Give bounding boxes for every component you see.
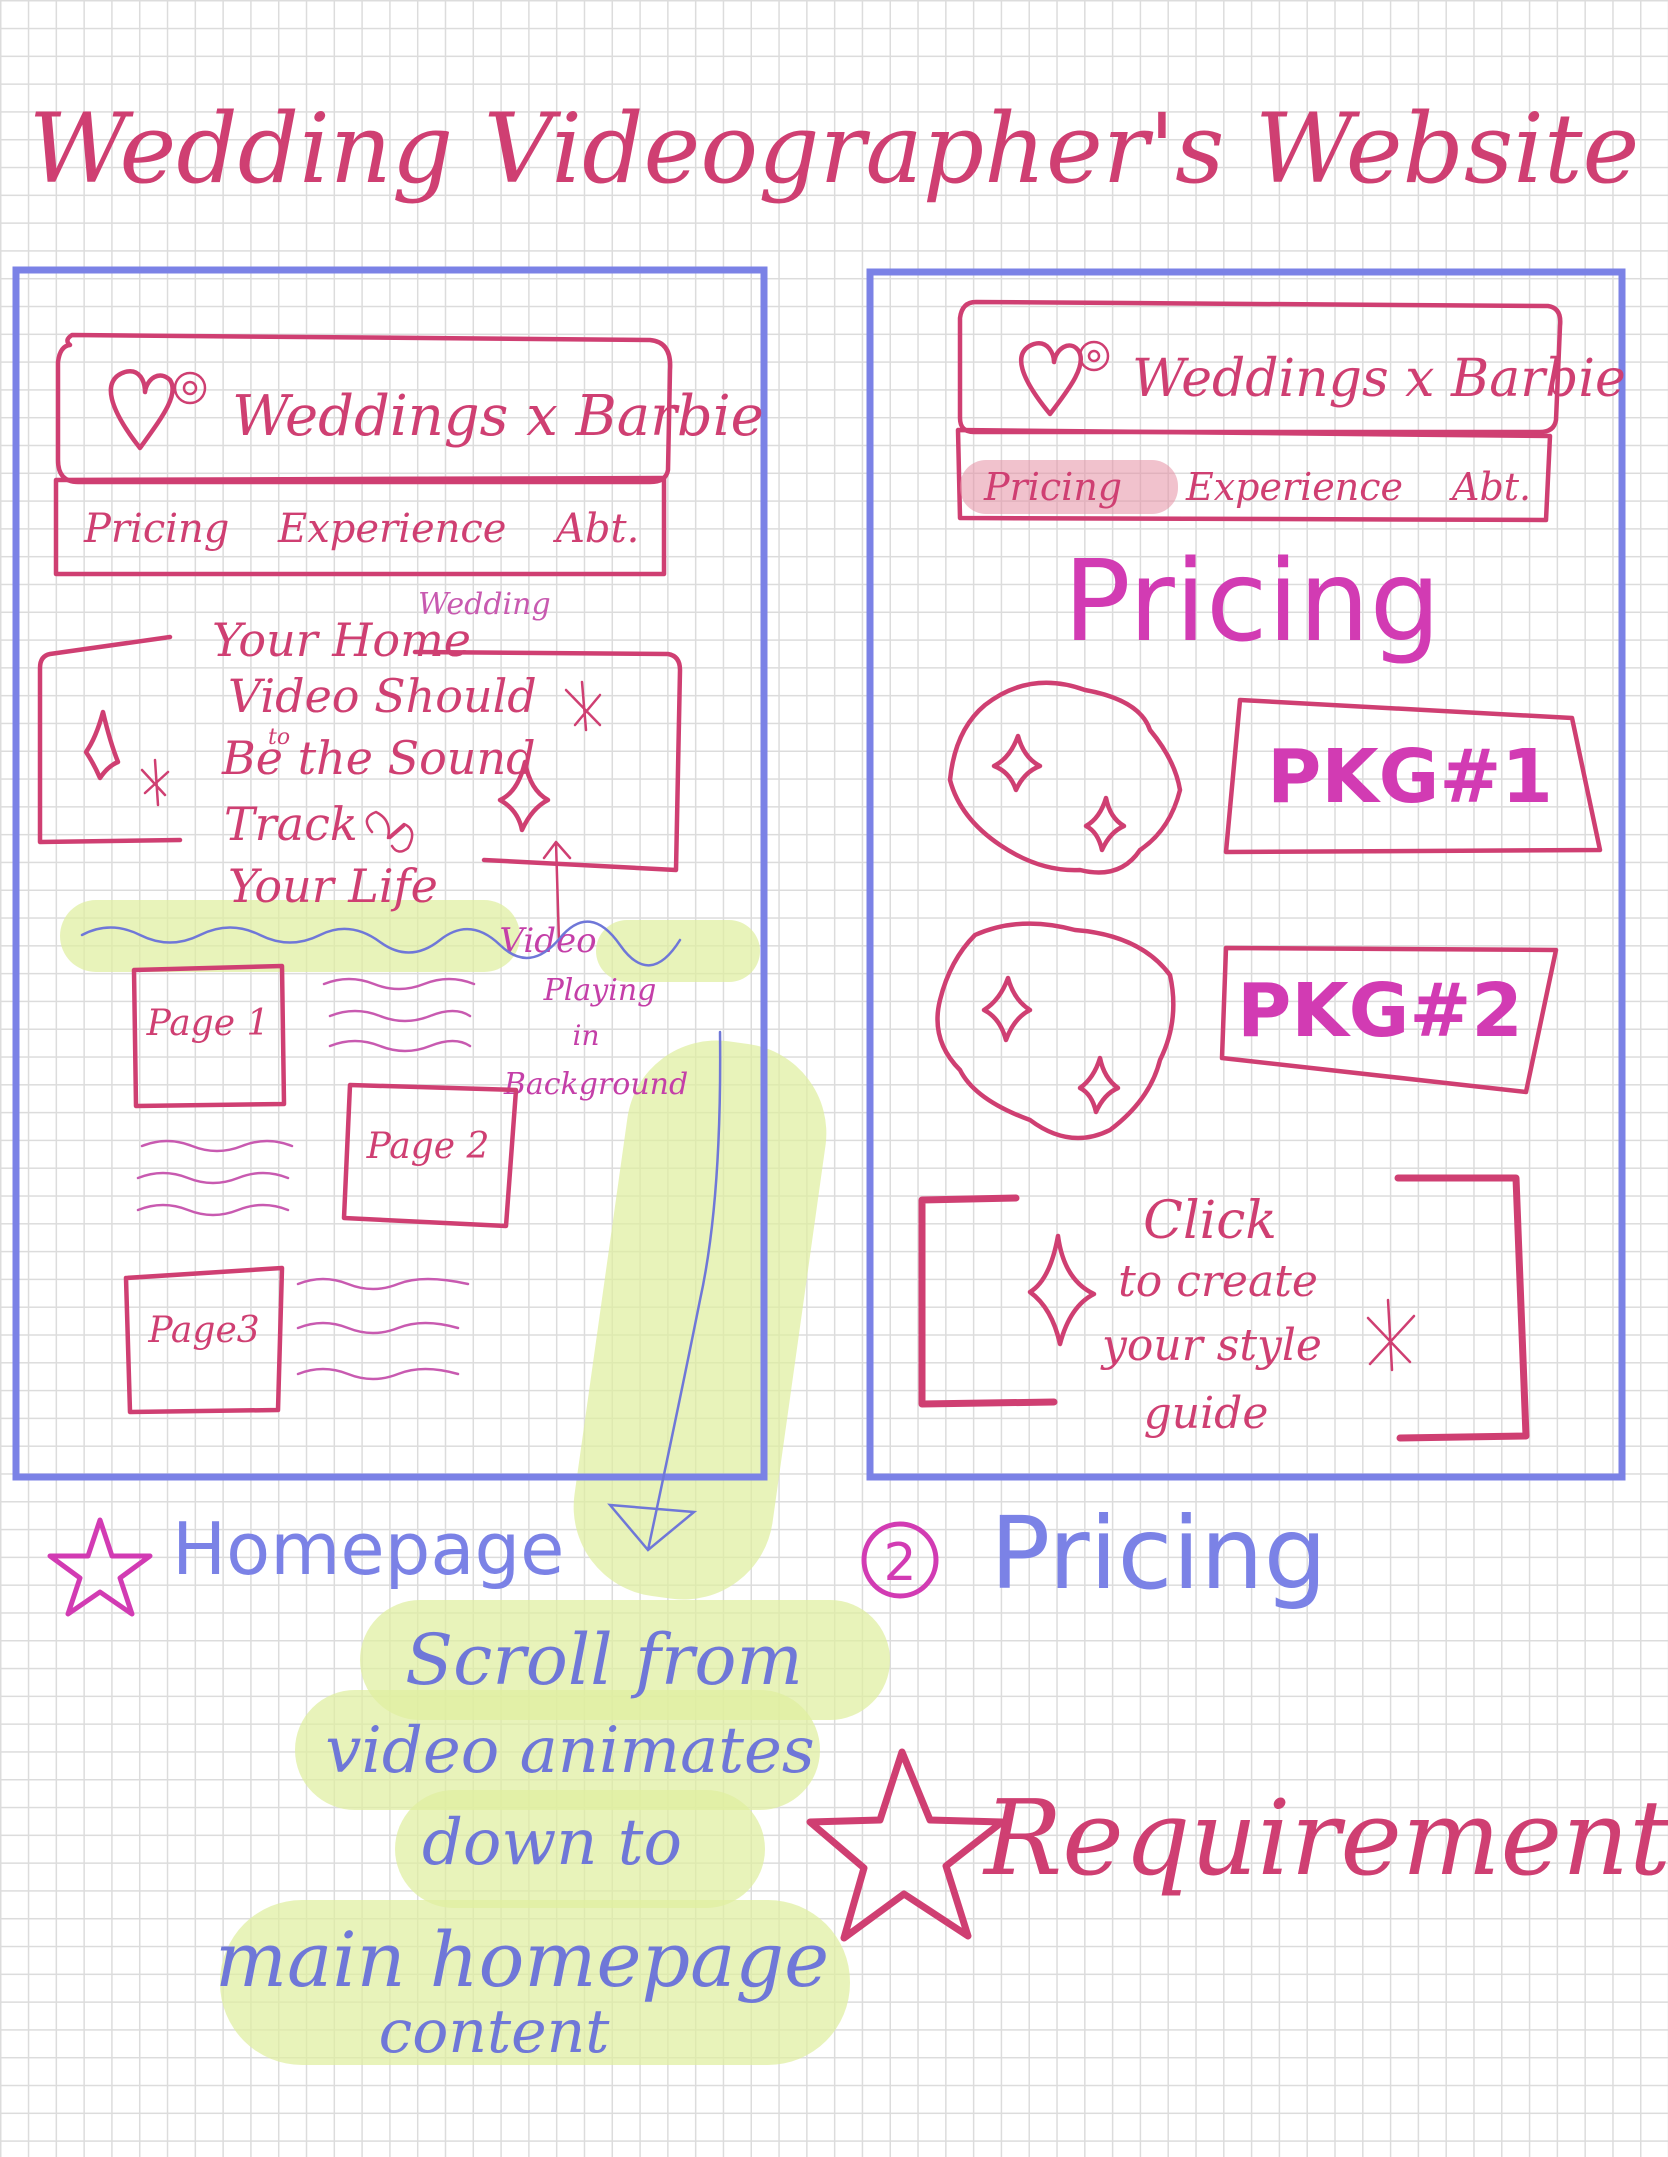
hero-insert-to: to	[268, 725, 290, 750]
hero-line: Video Should	[228, 669, 537, 723]
pricing-nav: Pricing Experience Abt.	[960, 460, 1531, 514]
video-note: Video Playing in Background	[499, 840, 688, 1102]
pricing-label: Pricing	[990, 1495, 1327, 1612]
video-note-line: in	[573, 1019, 600, 1052]
package-2: PKG#2	[935, 921, 1559, 1141]
star-icon	[564, 680, 602, 732]
hero-line: Your Life	[228, 859, 438, 913]
star-icon	[140, 758, 170, 807]
heart-icon	[108, 369, 175, 451]
cta-line: Click	[1143, 1191, 1277, 1251]
pricing-label-number: 2	[883, 1533, 916, 1593]
hero-line: Track	[224, 797, 358, 851]
nav-about[interactable]: Abt.	[1449, 465, 1531, 509]
star-icon	[1366, 1298, 1416, 1372]
nav-pricing[interactable]: Pricing	[83, 506, 229, 552]
pricing-frame	[866, 268, 1626, 1481]
instagram-icon	[1078, 340, 1110, 372]
legend: Requirement	[806, 1748, 1668, 1942]
package-card[interactable]	[1219, 945, 1559, 1095]
package-label: PKG#2	[1237, 968, 1523, 1054]
sparkle-icon	[991, 733, 1043, 793]
pricing-heading: Pricing	[1063, 537, 1441, 667]
sparkle-icon	[497, 759, 551, 833]
nav-about[interactable]: Abt.	[552, 506, 639, 552]
hero-video-box	[37, 634, 683, 873]
sparkle-icon	[1077, 1055, 1121, 1115]
sketch-title: Wedding Videographer's Website	[29, 93, 1640, 205]
heart-icon	[1018, 341, 1084, 417]
nav-pricing[interactable]: Pricing	[983, 465, 1122, 509]
scroll-divider	[80, 920, 682, 967]
nav-experience[interactable]: Experience	[277, 506, 506, 552]
brand-name: Weddings x Barbie	[1132, 349, 1626, 409]
page-card-3: Page3	[123, 1265, 285, 1415]
homepage-frame	[12, 266, 768, 1481]
homepage-header: Weddings x Barbie	[53, 332, 764, 577]
scroll-note: Scroll from video animates down to main …	[215, 1619, 829, 2067]
style-guide-cta[interactable]: Click to create your style guide	[918, 1174, 1530, 1442]
brand-name: Weddings x Barbie	[232, 384, 764, 449]
scroll-note-line: main homepage	[215, 1915, 829, 2004]
scroll-note-line: video animates	[325, 1714, 814, 1788]
scroll-arrow	[607, 1030, 722, 1552]
hero-insert-word: Wedding	[418, 587, 551, 622]
sparkle-icon	[83, 709, 121, 781]
video-note-line: Playing	[543, 973, 657, 1008]
sparkle-icon	[1083, 795, 1127, 853]
number-badge	[861, 1521, 939, 1599]
cta-line: your style	[1100, 1320, 1322, 1371]
page-card-label: Page 1	[146, 1003, 270, 1044]
nav-experience[interactable]: Experience	[1185, 465, 1403, 509]
scroll-note-line: Scroll from	[405, 1619, 803, 1701]
package-1: PKG#1	[947, 680, 1603, 875]
page-card-label: Page3	[147, 1310, 259, 1351]
star-icon	[47, 1517, 153, 1617]
cta-line: to create	[1118, 1256, 1318, 1307]
pricing-header: Weddings x Barbie	[955, 299, 1626, 523]
sparkle-icon	[981, 975, 1033, 1043]
scroll-note-line: down to	[422, 1806, 682, 1880]
star-icon	[806, 1748, 1006, 1942]
homepage-nav: Pricing Experience Abt.	[83, 506, 639, 552]
scroll-note-line: content	[379, 1997, 611, 2067]
hero-line: Be the Sound	[221, 731, 536, 785]
page-card-label: Page 2	[366, 1126, 490, 1167]
nav-active-highlight	[960, 460, 1178, 514]
package-image-blob	[947, 680, 1183, 875]
sparkle-icon	[1027, 1233, 1097, 1347]
homepage-caption: Homepage	[47, 1507, 564, 1617]
video-note-line: Background	[503, 1067, 688, 1102]
package-card[interactable]	[1223, 697, 1603, 855]
hero-line: Your Home	[212, 613, 471, 667]
text-placeholder-squiggles	[136, 977, 476, 1381]
package-label: PKG#1	[1267, 734, 1553, 820]
page-card-1: Page 1	[131, 963, 287, 1109]
legend-label: Requirement	[982, 1777, 1668, 1899]
hero-tagline: Your Home Video Should Be the Sound Trac…	[212, 587, 551, 913]
instagram-icon	[173, 371, 207, 405]
pricing-caption: 2 Pricing	[861, 1495, 1327, 1612]
cta-line: guide	[1144, 1388, 1269, 1439]
page-card-2: Page 2	[341, 1082, 519, 1229]
package-image-blob	[935, 921, 1176, 1141]
music-note-icon	[365, 810, 414, 853]
homepage-label: Homepage	[172, 1507, 564, 1591]
